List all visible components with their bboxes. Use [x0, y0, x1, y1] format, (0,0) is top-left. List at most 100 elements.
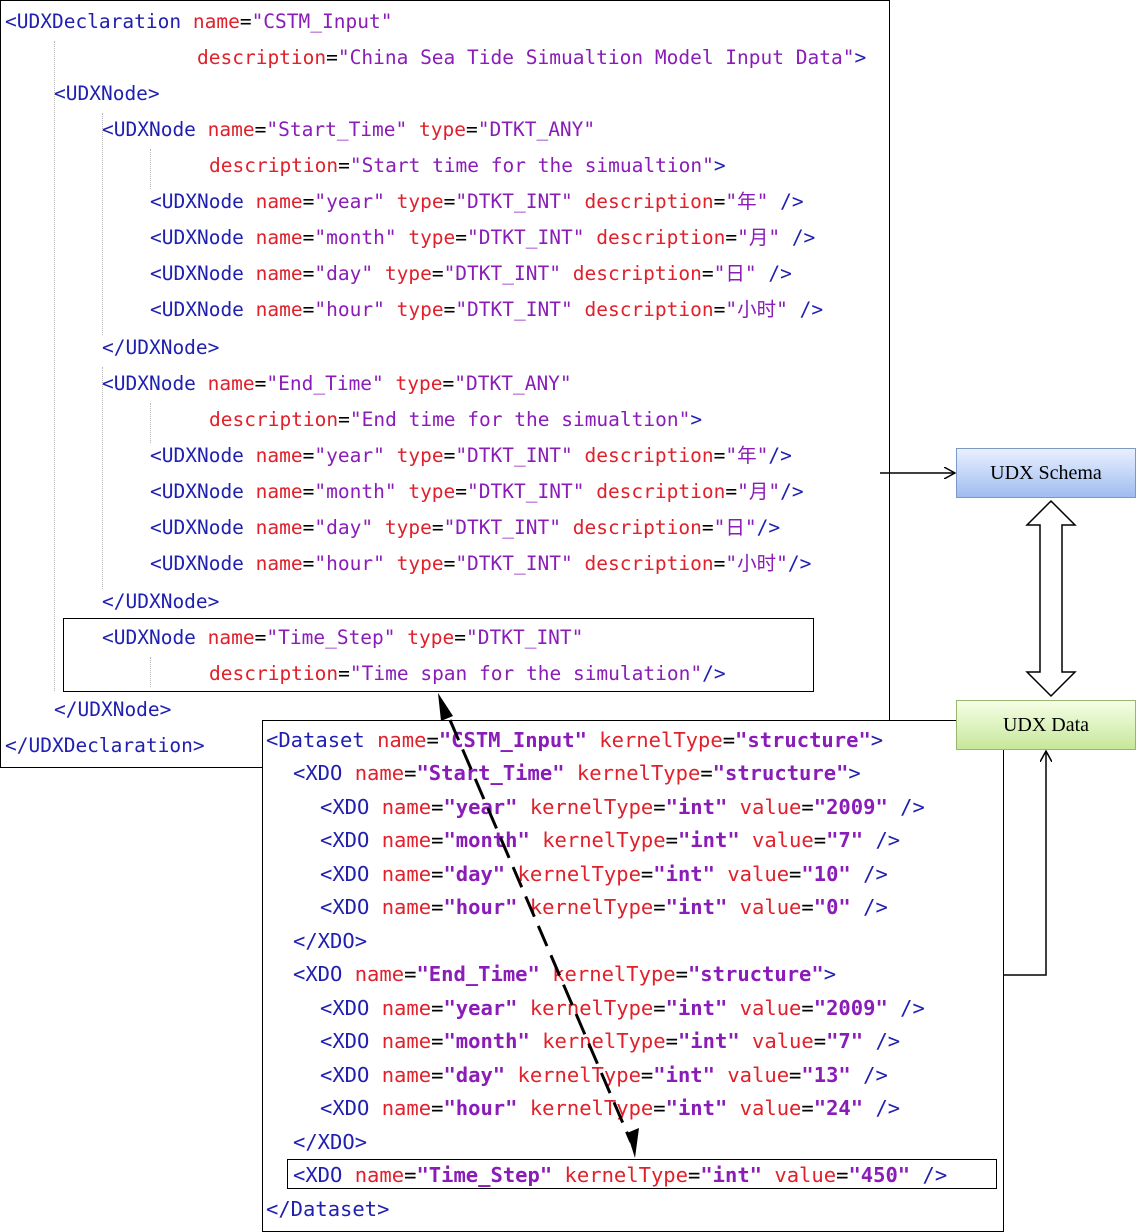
schema-line: <UDXNode name="day" type="DTKT_INT" desc… — [150, 263, 792, 285]
code-token: kernelType — [517, 862, 641, 886]
schema-line: description="China Sea Tide Simualtion M… — [197, 47, 866, 69]
code-token: <XDO — [293, 761, 355, 785]
code-token: description — [596, 226, 726, 249]
schema-line: <UDXNode name="End_Time" type="DTKT_ANY" — [102, 373, 572, 395]
data-line: <XDO name="month" kernelType="int" value… — [320, 829, 900, 851]
code-token: /> — [768, 190, 804, 213]
code-token: </XDO> — [293, 1130, 368, 1154]
code-token: "int" — [653, 862, 715, 886]
data-line: <XDO name="year" kernelType="int" value=… — [320, 997, 925, 1019]
code-token: value — [727, 862, 790, 886]
code-token: /> — [850, 895, 888, 919]
code-token: <UDXNode — [150, 262, 256, 285]
time-step-schema-highlight — [63, 618, 814, 692]
code-token: > — [870, 728, 884, 752]
code-token: = — [665, 1029, 678, 1053]
code-token: "hour" — [314, 552, 385, 575]
code-token: name — [377, 728, 427, 752]
code-token: "Start_Time" — [416, 761, 565, 785]
code-token: = — [302, 262, 315, 285]
code-token: = — [431, 795, 444, 819]
udx-schema-box: UDX Schema — [956, 448, 1136, 498]
code-token: = — [443, 444, 456, 467]
code-token: /> — [887, 996, 925, 1020]
code-token: "7" — [826, 1029, 864, 1053]
code-token: <UDXNode — [102, 372, 208, 395]
code-token: = — [404, 761, 417, 785]
indent-guide — [150, 657, 151, 687]
indent-guide — [150, 403, 151, 443]
data-line: <XDO name="day" kernelType="int" value="… — [320, 863, 888, 885]
code-token: </UDXDeclaration> — [5, 734, 205, 757]
code-token: /> — [863, 1096, 901, 1120]
code-token: kernelType — [542, 1029, 666, 1053]
code-token: <UDXNode — [150, 552, 256, 575]
code-token: = — [725, 480, 738, 503]
code-token: = — [454, 626, 466, 649]
code-token: name — [381, 895, 432, 919]
code-token: "年" — [725, 190, 769, 213]
code-token: </UDXNode> — [102, 590, 220, 613]
data-line: <Dataset name="CSTM_Input" kernelType="s… — [266, 729, 883, 751]
code-token: /> — [702, 662, 726, 685]
code-token: type — [396, 190, 444, 213]
code-token: = — [443, 298, 456, 321]
schema-line: description="Time span for the simulatio… — [209, 663, 726, 685]
code-token: description — [584, 298, 714, 321]
code-token: = — [431, 828, 444, 852]
data-line: <XDO name="Time_Step" kernelType="int" v… — [293, 1164, 947, 1186]
code-token: "DTKT_INT" — [467, 226, 585, 249]
code-token: "Time_Step" — [266, 626, 396, 649]
code-token: = — [789, 1063, 802, 1087]
code-token: = — [801, 1096, 814, 1120]
code-token: kernelType — [529, 795, 654, 819]
code-token: "年" — [725, 444, 769, 467]
code-token: name — [207, 118, 255, 141]
code-token: </Dataset> — [266, 1197, 390, 1221]
code-token: "小时" — [725, 298, 788, 321]
code-token: = — [713, 298, 726, 321]
code-token: > — [690, 408, 703, 431]
code-token: type — [408, 480, 456, 503]
code-token: <UDXNode — [150, 444, 256, 467]
code-token: name — [255, 298, 303, 321]
code-token: = — [813, 1029, 827, 1053]
code-token: "CSTM_Input" — [438, 728, 587, 752]
code-token: "month" — [314, 480, 397, 503]
code-token: /> — [756, 516, 781, 539]
code-token: "DTKT_INT" — [455, 444, 573, 467]
code-token: "structure" — [712, 761, 849, 785]
code-token: <XDO — [293, 962, 355, 986]
code-token: <UDXNode — [102, 626, 208, 649]
code-token: = — [338, 154, 350, 177]
code-token: = — [431, 996, 444, 1020]
code-token: "structure" — [735, 728, 871, 752]
code-token: "int" — [665, 895, 728, 919]
code-token: </UDXNode> — [54, 698, 172, 721]
code-token: "year" — [314, 444, 385, 467]
code-token: = — [713, 190, 726, 213]
code-token: = — [443, 552, 456, 575]
schema-line: description="Start time for the simualti… — [209, 155, 726, 177]
code-token: = — [801, 895, 814, 919]
code-token: value — [739, 1096, 802, 1120]
code-token: = — [431, 516, 444, 539]
code-token: name — [192, 10, 240, 33]
code-token: = — [404, 962, 417, 986]
schema-line: </UDXNode> — [54, 699, 171, 721]
udx-data-label: UDX Data — [1002, 713, 1090, 736]
code-token: <UDXNode — [150, 226, 256, 249]
code-token: = — [653, 895, 666, 919]
code-token: kernelType — [529, 996, 654, 1020]
code-token: description — [209, 154, 339, 177]
code-token: kernelType — [529, 895, 654, 919]
code-token: "day" — [443, 862, 506, 886]
code-token: name — [381, 1029, 432, 1053]
dashed-link-arrowhead-bottom — [627, 1128, 639, 1158]
code-token: "int" — [677, 1029, 740, 1053]
code-token: > — [823, 962, 837, 986]
code-token: description — [572, 516, 702, 539]
code-token: name — [354, 1163, 405, 1187]
code-token: kernelType — [552, 962, 676, 986]
